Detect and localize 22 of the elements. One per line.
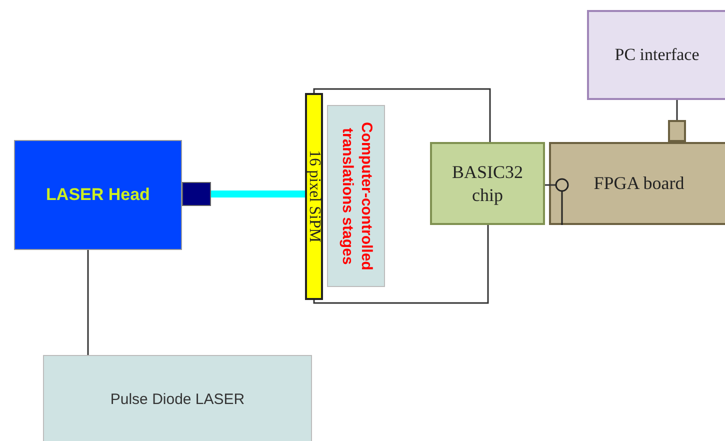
chip-box <box>430 142 545 225</box>
connector-line <box>545 178 569 192</box>
pulse-laser-box <box>43 355 312 441</box>
output-port <box>182 182 211 206</box>
stage-box <box>327 105 385 287</box>
node-label: LASER Head <box>46 184 150 206</box>
connector-line <box>313 88 491 142</box>
node-label: BASIC32 chip <box>450 161 524 206</box>
node-label: FPGA board <box>594 172 684 195</box>
light-beam <box>211 190 305 198</box>
connector-block <box>668 120 686 142</box>
vertical-label: Computer-controlled translations stages <box>338 120 375 272</box>
connector-line <box>676 100 678 120</box>
connector-line <box>87 250 89 355</box>
laser-head-box <box>14 140 182 250</box>
vertical-label: 16 pixel SiPM <box>305 150 324 243</box>
node-label: PC interface <box>614 44 700 66</box>
sipm-bar <box>305 93 323 300</box>
pc-interface-box <box>587 10 725 100</box>
connector-line <box>313 225 489 304</box>
fpga-board-box <box>549 142 725 225</box>
node-label: Pulse Diode LASER <box>110 390 245 410</box>
